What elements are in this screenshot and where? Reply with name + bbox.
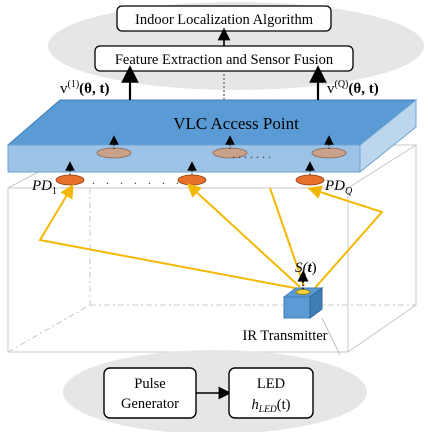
detector-top-right (311, 147, 347, 159)
pulse-generator-label-line2: Generator (121, 396, 179, 412)
fusion-box-label: Feature Extraction and Sensor Fusion (115, 52, 334, 68)
access-point-label: VLC Access Point (173, 114, 299, 133)
transmitter-front (283, 296, 311, 319)
pdq-label: PDQ (324, 178, 353, 197)
ray-to-mid-1 (186, 183, 301, 288)
room-floor-dashed-1 (7, 304, 91, 353)
pd1-label: PD1 (31, 178, 57, 197)
detector-ellipsis-top: . . . . . . . (232, 147, 271, 161)
transmitter-connector (321, 317, 341, 356)
transmitter-led (295, 289, 311, 295)
detector-pdq (295, 174, 325, 186)
transmitter-label: IR Transmitter (243, 328, 328, 344)
ray-to-pd1 (38, 183, 301, 290)
signal-label-right: v(Q)(θ, t) (327, 79, 379, 97)
room-edge-3 (347, 144, 417, 189)
detector-top-left (96, 147, 132, 159)
pulse-generator-label-line1: Pulse (134, 376, 165, 392)
detector-pd1 (55, 174, 85, 186)
led-box-label-line2: hLED(t) (252, 397, 291, 415)
detector-ellipsis-front: . . . . . . . (92, 173, 183, 187)
led-box (228, 367, 314, 419)
ray-to-pdq (307, 185, 384, 290)
ray-to-mid-2 (269, 187, 305, 287)
signal-label-left: v(1)(θ, t) (60, 79, 110, 97)
signal-source-label: S(t) (295, 260, 317, 276)
led-box-label-line1: LED (257, 376, 285, 392)
algorithm-box-label: Indoor Localization Algorithm (135, 12, 314, 28)
access-point-front (7, 144, 361, 173)
access-point-side (359, 98, 417, 174)
transmitter-side (309, 287, 323, 319)
